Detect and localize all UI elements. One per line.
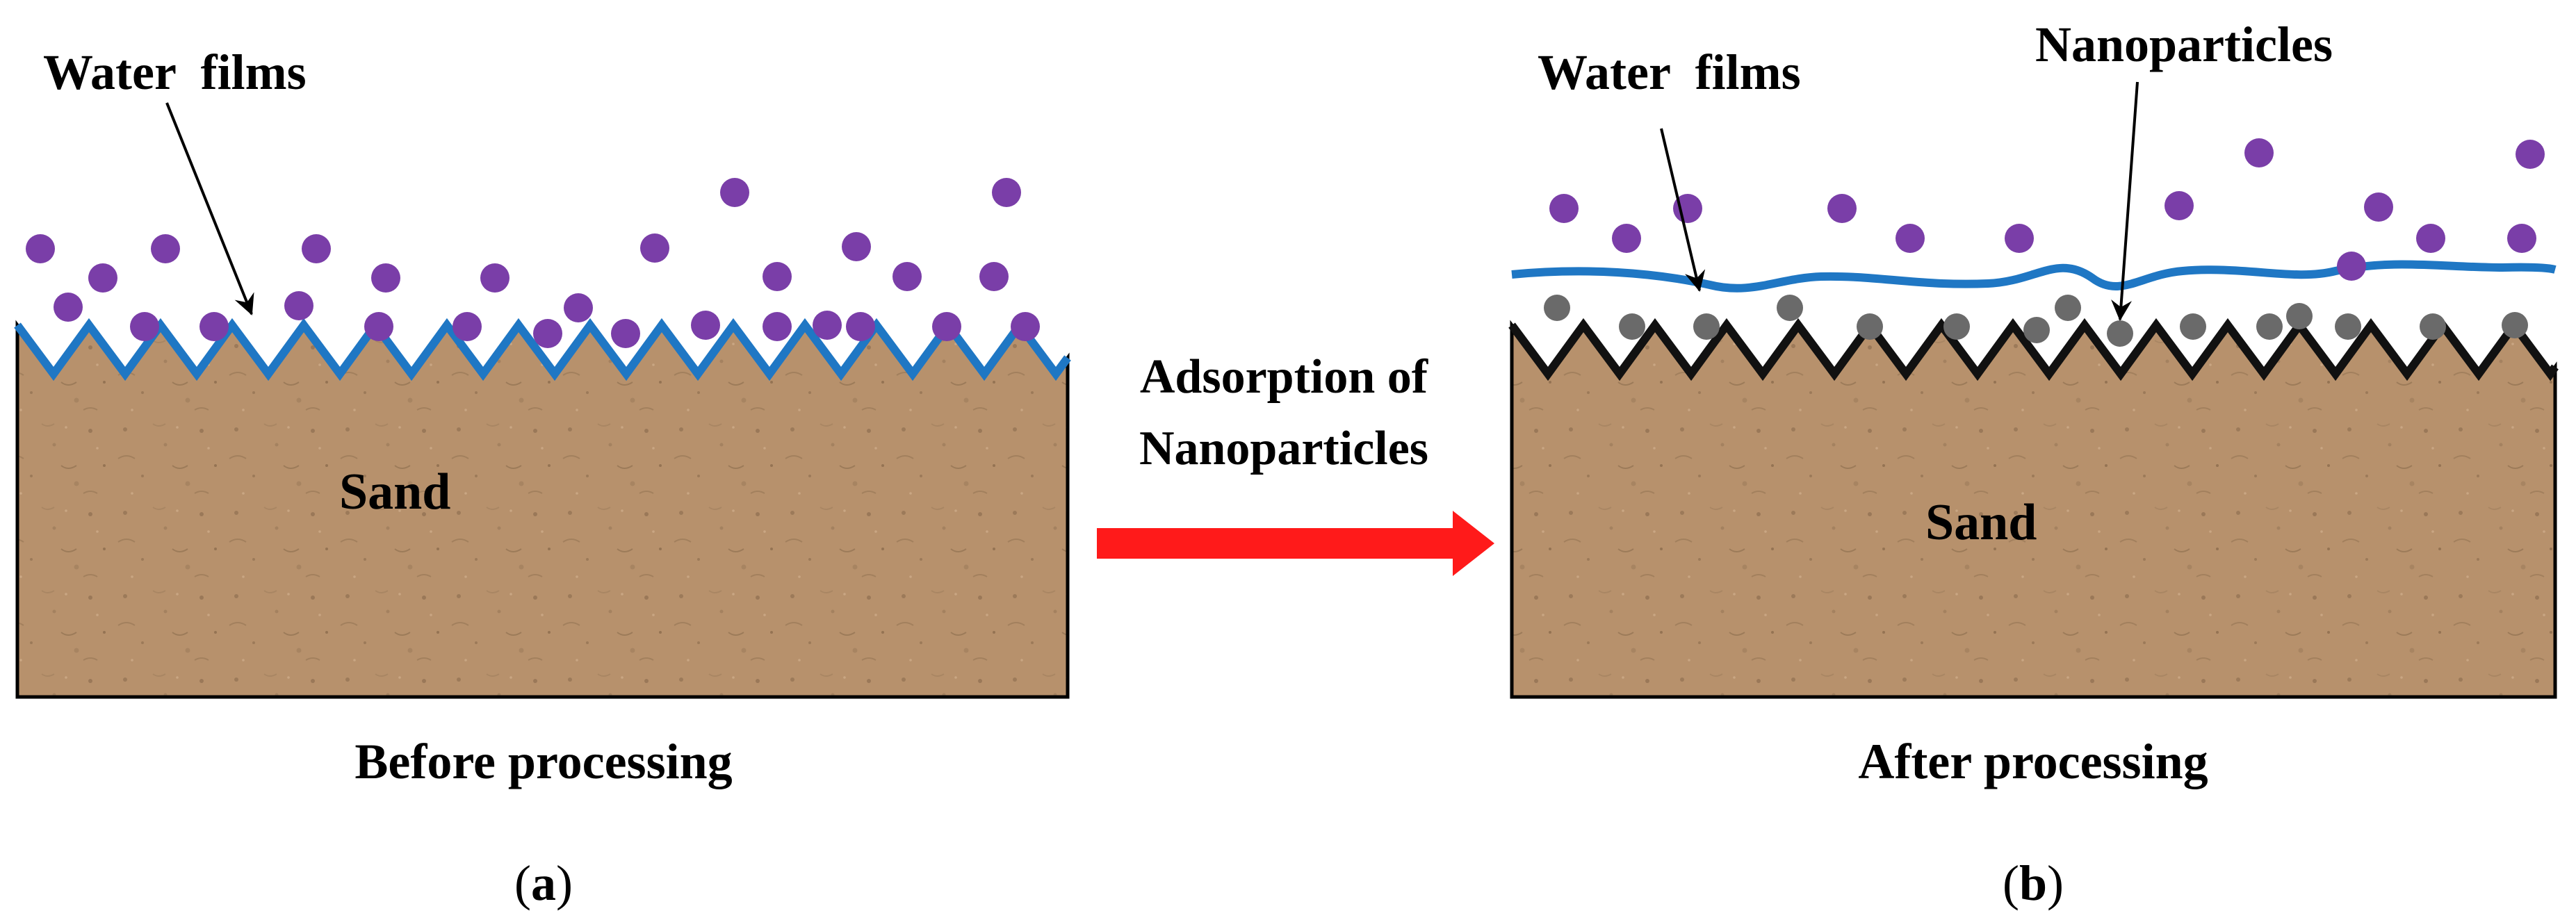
nanoparticle [2023,317,2050,343]
process-arrow-group: Adsorption of Nanoparticles [1097,350,1494,576]
molecule [1011,312,1040,341]
panel-letter-a: (a) [514,855,573,911]
molecule [611,319,640,348]
molecule [26,234,55,263]
molecule [199,312,229,341]
nanoparticle [1619,313,1645,340]
molecule [2337,252,2366,281]
molecule [2364,192,2393,222]
molecule [720,178,749,207]
sand-surface-b [1508,318,2559,381]
molecule [302,234,331,263]
nanoparticle [2107,320,2133,347]
molecule [979,262,1009,291]
molecule [371,263,400,293]
arrow-label-line2: Nanoparticles [1139,422,1428,475]
nanoparticle [2420,313,2446,340]
pointer-water-films-a [165,102,254,315]
molecule [1549,194,1579,223]
molecule [88,263,117,293]
molecule [1896,224,1925,253]
molecule [284,291,313,320]
molecule [2416,224,2445,253]
panel-letter-b: (b) [2003,855,2064,911]
molecule [564,293,593,322]
water-film-a [14,318,1071,381]
molecule [932,312,961,341]
nanoparticle [1777,295,1803,321]
molecule [992,178,1021,207]
water-molecules-a [26,178,1040,348]
molecule [842,232,871,261]
nanoparticle [2055,295,2081,321]
nanoparticle [2180,313,2206,340]
nanoparticle [2502,312,2528,338]
nanoparticle [2335,313,2361,340]
arrow-label-line1: Adsorption of [1140,350,1428,404]
molecule [1612,224,1641,253]
molecule [2516,140,2545,169]
molecule [2244,138,2274,167]
water-films-label-b: Water films [1538,44,1801,100]
nanoparticle [2286,303,2313,329]
molecule [1827,194,1857,223]
molecule [453,312,482,341]
molecule [151,234,180,263]
molecule [813,311,842,340]
molecule [130,312,159,341]
molecule [763,262,792,291]
molecule [846,312,875,341]
pointer-nanoparticles-b [2111,81,2139,321]
molecule [2165,191,2194,220]
water-film-b [1511,260,2557,293]
molecule [1673,194,1702,223]
molecule [364,312,393,341]
molecule [763,312,792,341]
process-arrow [1097,511,1494,576]
nanoparticles-label-b: Nanoparticles [2035,17,2333,72]
molecule [2005,224,2034,253]
molecule [54,293,83,322]
sand-block-a [15,320,1070,699]
molecule [533,319,562,348]
water-films-label-a: Water films [43,44,307,100]
nanoparticle [2256,313,2283,340]
sand-label-b: Sand [1925,494,2037,551]
water-molecules-b [1549,138,2545,281]
molecule [892,262,922,291]
nanoparticle [1943,313,1970,340]
nanoparticles-b [1544,295,2528,347]
molecule [2507,224,2536,253]
sand-label-a: Sand [339,463,450,520]
nanoparticle [1857,313,1883,340]
panel-a: Water films Sand Before processing (a) [14,44,1071,911]
caption-b: After processing [1858,734,2208,789]
molecule [480,263,510,293]
pointer-water-films-b [1660,128,1706,292]
nanoparticle [1544,295,1570,321]
caption-a: Before processing [354,734,732,789]
panel-b: Water films Nanoparticles Sand After pro… [1508,17,2559,911]
molecule [691,311,720,340]
molecule [640,233,669,263]
nanoparticle [1693,313,1720,340]
